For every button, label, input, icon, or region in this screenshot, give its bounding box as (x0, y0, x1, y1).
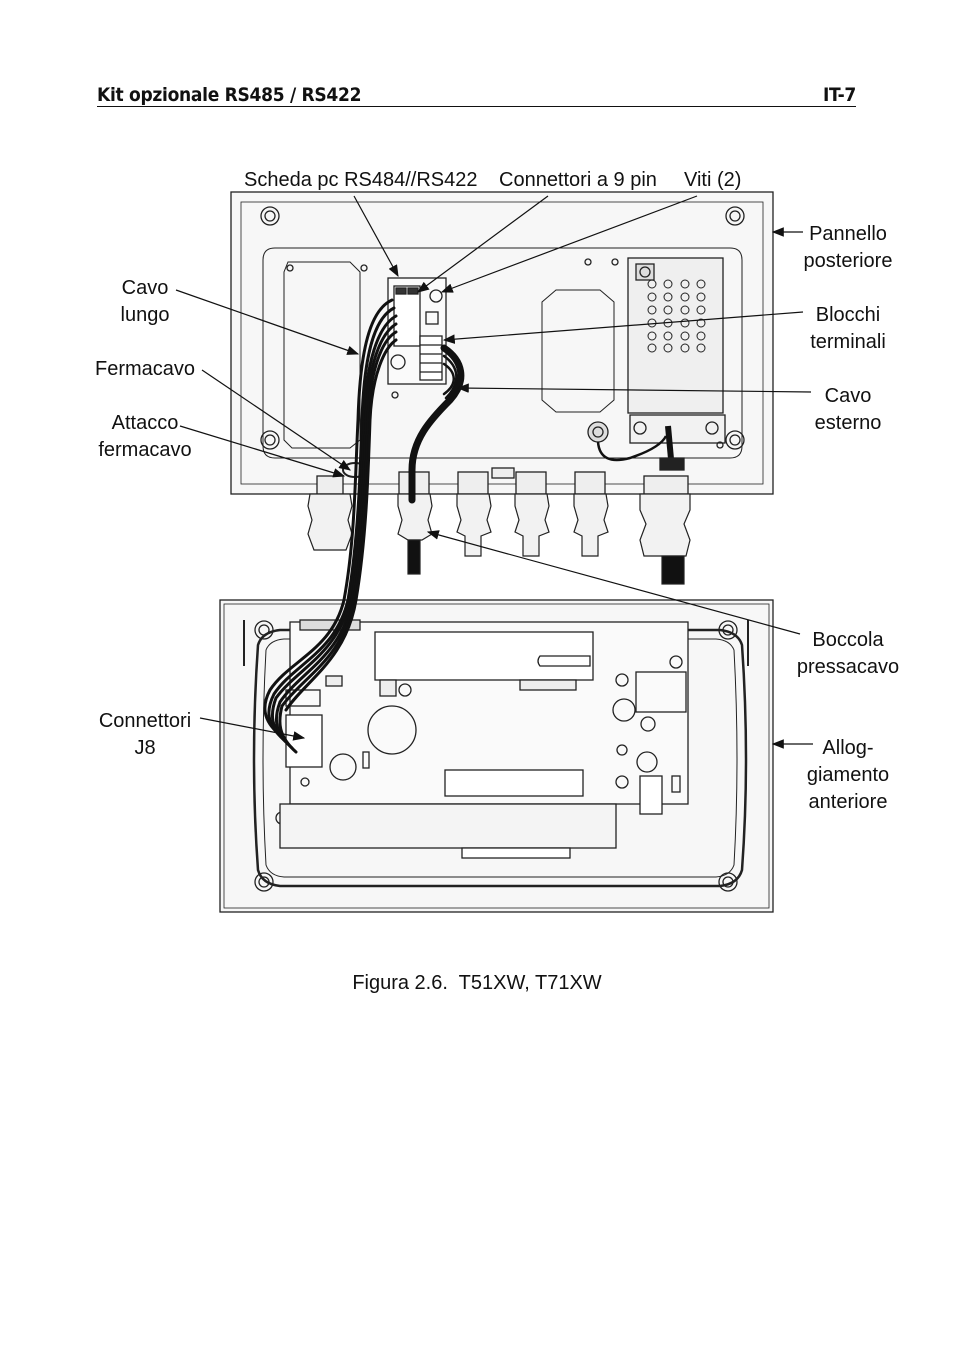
cable-glands (307, 493, 691, 585)
header-title: Kit opzionale RS485 / RS422 (97, 84, 362, 106)
label-pannello-2: posteriore (804, 250, 893, 272)
label-boccola-1: Boccola (812, 629, 884, 651)
front-housing-drawing (219, 599, 774, 913)
label-cavo-lungo-2: lungo (121, 304, 170, 326)
label-connettori-9-pin: Connettori a 9 pin (499, 169, 657, 191)
label-blocchi-1: Blocchi (816, 304, 880, 326)
label-alloggiamento-1: Allog- (822, 737, 873, 759)
label-connettori-j8-2: J8 (134, 737, 155, 759)
page-number: IT-7 (822, 84, 856, 106)
wire-harness (263, 298, 465, 754)
label-cavo-lungo-1: Cavo (122, 277, 169, 299)
label-alloggiamento-3: anteriore (809, 791, 888, 813)
label-cavo-esterno-1: Cavo (825, 385, 872, 407)
label-cavo-esterno-2: esterno (815, 412, 882, 434)
rear-panel-drawing (230, 191, 774, 495)
figure-caption: Figura 2.6. T51XW, T71XW (352, 972, 601, 994)
label-pannello-1: Pannello (809, 223, 887, 245)
label-attacco-1: Attacco (112, 412, 179, 434)
label-boccola-2: pressacavo (797, 656, 899, 678)
label-alloggiamento-2: giamento (807, 764, 889, 786)
label-fermacavo: Fermacavo (95, 358, 195, 380)
label-connettori-j8-1: Connettori (99, 710, 191, 732)
label-attacco-2: fermacavo (98, 439, 191, 461)
label-blocchi-2: terminali (810, 331, 886, 353)
label-scheda: Scheda pc RS484//RS422 (244, 169, 478, 191)
page-header: Kit opzionale RS485 / RS422 IT-7 (97, 84, 856, 107)
leader-lines (175, 195, 813, 749)
label-viti: Viti (2) (684, 169, 741, 191)
